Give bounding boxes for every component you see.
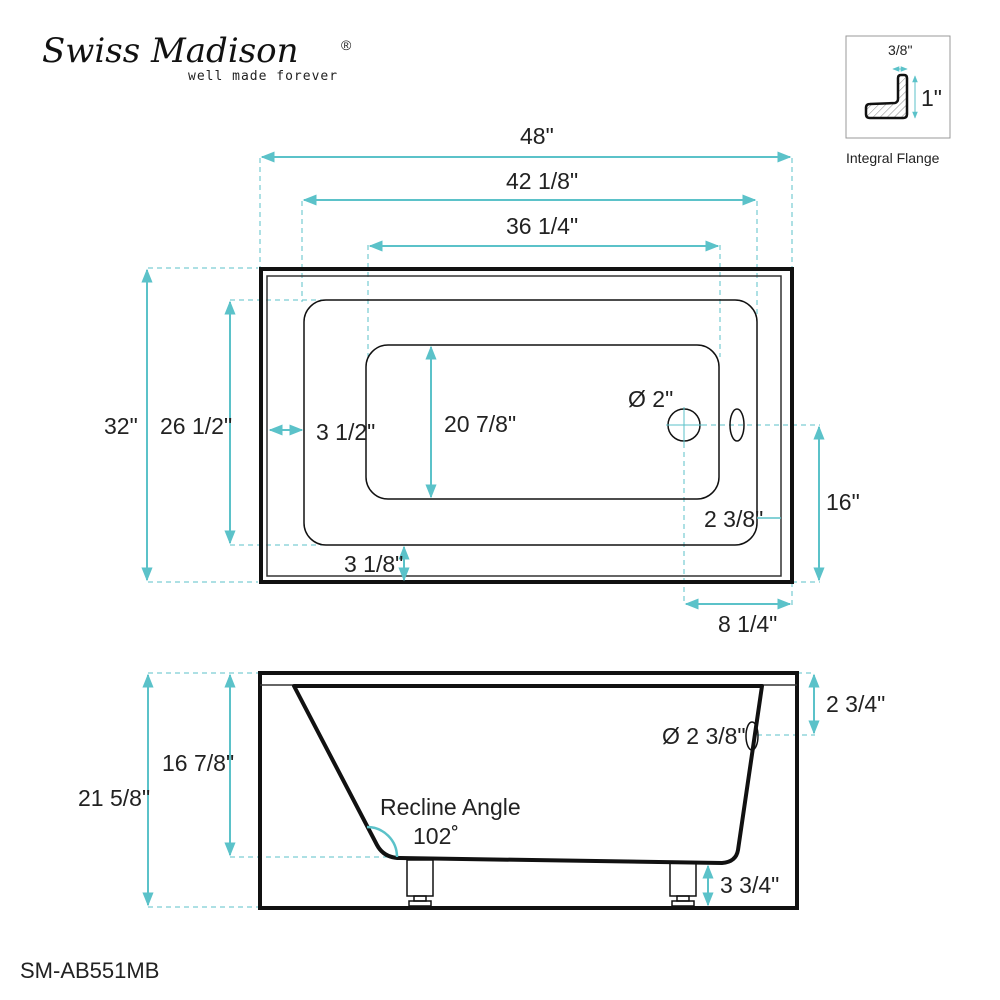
overall-length-label: 48": [520, 123, 554, 149]
overflow-side-icon: [745, 721, 759, 751]
front-deck-label: 3 1/8": [344, 551, 403, 577]
rim-inner-width-label: 26 1/2": [160, 413, 232, 439]
registered-mark: ®: [341, 37, 352, 53]
drain-diameter-label: Ø 2": [628, 386, 673, 412]
brand-logo: Swiss Madison ® well made forever: [42, 31, 352, 84]
overflow-from-top-label: 2 3/4": [826, 691, 885, 717]
model-number: SM-AB551MB: [20, 958, 159, 983]
drain-from-end-label: 8 1/4": [718, 611, 777, 637]
end-deck-label: 2 3/8": [704, 506, 763, 532]
overall-height-label: 21 5/8": [78, 785, 150, 811]
integral-flange-inset: 3/8" 1" Integral Flange: [845, 35, 951, 166]
side-deck-label: 3 1/2": [316, 419, 375, 445]
feet: [406, 859, 697, 907]
bottom-width-label: 20 7/8": [444, 411, 516, 437]
foot-height-label: 3 3/4": [720, 872, 779, 898]
overflow-diameter-label: Ø 2 3/8": [662, 723, 746, 749]
top-view: 48" 42 1/8" 36 1/4" 32" 26 1/2" 3 1/2" 2…: [104, 123, 860, 637]
recline-angle-label: 102˚: [413, 823, 459, 849]
flange-caption: Integral Flange: [846, 150, 940, 166]
overall-width-label: 32": [104, 413, 138, 439]
brand-name: Swiss Madison: [42, 31, 299, 71]
brand-tagline: well made forever: [188, 69, 338, 84]
interior-depth-label: 16 7/8": [162, 750, 234, 776]
drain-from-front-label: 16": [826, 489, 860, 515]
flange-thickness-label: 3/8": [888, 42, 912, 58]
recline-label: Recline Angle: [380, 794, 521, 820]
overflow-icon: [729, 408, 745, 442]
rim-inner-length-label: 42 1/8": [506, 168, 578, 194]
side-view: 21 5/8" 16 7/8" Recline Angle 102˚ Ø 2 3…: [78, 671, 885, 910]
bottom-length-label: 36 1/4": [506, 213, 578, 239]
flange-height-label: 1": [921, 85, 942, 111]
